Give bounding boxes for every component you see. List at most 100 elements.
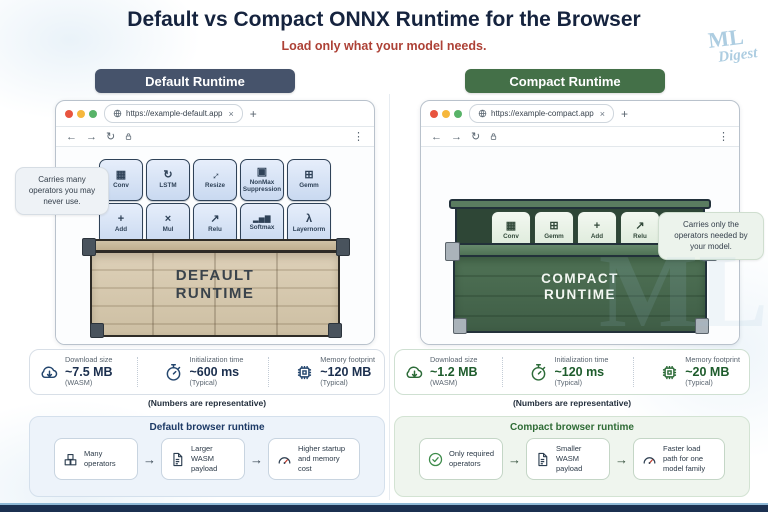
operator-tile-softmax: ▂▅▇ Softmax bbox=[240, 203, 284, 245]
browser-tab[interactable]: https://example-default.app × bbox=[104, 104, 243, 123]
crate-corner-plate bbox=[453, 318, 467, 334]
stat-divider bbox=[502, 357, 504, 387]
page-title: Default vs Compact ONNX Runtime for the … bbox=[127, 8, 641, 31]
relu-icon: ↗ bbox=[210, 213, 220, 226]
softmax-icon: ▂▅▇ bbox=[253, 216, 271, 224]
crate-label-line2: RUNTIME bbox=[175, 284, 255, 302]
add-icon: + bbox=[593, 220, 601, 233]
stat-label: Initialization time bbox=[189, 355, 244, 365]
crate-label-default: DEFAULT RUNTIME bbox=[56, 267, 374, 302]
stats-card-default: Download size ~7.5 MB (WASM) Initializat… bbox=[29, 349, 385, 395]
crate-corner-bracket bbox=[336, 238, 350, 256]
crate-body-default bbox=[90, 251, 340, 337]
operator-label: Conv bbox=[113, 182, 129, 190]
operator-tile-lstm: ↻ LSTM bbox=[146, 159, 190, 201]
back-icon[interactable]: ← bbox=[66, 130, 77, 143]
operator-label: Add bbox=[114, 226, 128, 234]
lstm-icon: ↻ bbox=[163, 169, 173, 182]
operator-label: Softmax bbox=[249, 224, 275, 232]
browser-viewport: ▦ Conv ↻ LSTM ↔ Resize ▣ NonMax Suppress… bbox=[56, 147, 374, 344]
stat-sub: (Typical) bbox=[189, 378, 218, 388]
stat-value: ~7.5 MB bbox=[65, 364, 113, 379]
flow-step-cost: Higher startup and memory cost bbox=[268, 438, 360, 480]
forward-icon[interactable]: → bbox=[451, 130, 462, 143]
stat-value: ~1.2 MB bbox=[430, 364, 478, 379]
flow-step-payload: Larger WASM payload bbox=[161, 438, 245, 480]
stat-label: Memory footprint bbox=[685, 355, 740, 365]
crate-corner-bracket bbox=[328, 323, 342, 338]
traffic-lights bbox=[430, 109, 462, 118]
callout-compact: Carries only the operators needed by you… bbox=[658, 212, 764, 260]
operator-label: Layernorm bbox=[292, 226, 326, 234]
lock-icon bbox=[489, 132, 498, 141]
stopwatch-icon bbox=[163, 362, 184, 383]
flow-step-text: Only required operators bbox=[449, 449, 495, 468]
crate-body-compact bbox=[453, 255, 707, 333]
operator-tile-gemm: ⊞ Gemm bbox=[287, 159, 331, 201]
new-tab-button[interactable]: + bbox=[620, 106, 628, 121]
add-icon: + bbox=[117, 213, 125, 226]
flow-step-text: Smaller WASM payload bbox=[556, 444, 583, 473]
back-icon[interactable]: ← bbox=[431, 130, 442, 143]
stat-init-time: Initialization time ~120 ms (Typical) bbox=[528, 356, 608, 387]
browser-tab-bar: https://example-compact.app × + bbox=[421, 101, 739, 127]
crate-corner-bracket bbox=[90, 323, 104, 338]
globe-icon bbox=[478, 109, 487, 118]
operator-row-back: ▦ Conv ↻ LSTM ↔ Resize ▣ NonMax Suppress… bbox=[99, 159, 331, 201]
stat-value: ~120 MB bbox=[320, 364, 372, 379]
stat-value: ~600 ms bbox=[189, 364, 240, 379]
browser-tab[interactable]: https://example-compact.app × bbox=[469, 104, 614, 123]
browser-menu-icon[interactable]: ⋮ bbox=[353, 131, 364, 143]
tab-close-icon[interactable]: × bbox=[599, 108, 605, 119]
tab-url: https://example-default.app bbox=[126, 109, 223, 118]
operator-label: Gemm bbox=[299, 182, 319, 190]
flow-title: Compact browser runtime bbox=[510, 422, 634, 433]
flow-step-text: Faster load path for one model family bbox=[663, 444, 706, 473]
crate-corner-bracket bbox=[82, 238, 96, 256]
mul-icon: × bbox=[164, 213, 172, 226]
flow-row: Many operators → Larger WASM payload → H… bbox=[38, 438, 376, 480]
stat-sub: (Typical) bbox=[320, 378, 348, 388]
lock-icon bbox=[124, 132, 133, 141]
stat-value: ~20 MB bbox=[685, 364, 730, 379]
minimize-window-button[interactable] bbox=[77, 109, 85, 118]
minimize-window-button[interactable] bbox=[442, 109, 450, 118]
nonmax-icon: ▣ bbox=[256, 165, 268, 178]
flow-card-compact: Compact browser runtime Only required op… bbox=[394, 416, 750, 497]
stat-label: Download size bbox=[430, 355, 478, 365]
arrow-icon: → bbox=[508, 451, 521, 467]
reload-icon[interactable]: ↻ bbox=[471, 131, 481, 143]
gauge-icon bbox=[641, 451, 658, 468]
reload-icon[interactable]: ↻ bbox=[106, 131, 116, 143]
crate-label-line2: RUNTIME bbox=[544, 286, 616, 302]
operator-label: NonMax Suppression bbox=[242, 178, 282, 193]
operator-tile-nonmax: ▣ NonMax Suppression bbox=[240, 159, 284, 201]
operator-label: Gemm bbox=[544, 233, 564, 241]
tab-url: https://example-compact.app bbox=[491, 109, 594, 118]
new-tab-button[interactable]: + bbox=[249, 106, 257, 121]
flow-card-default: Default browser runtime Many operators →… bbox=[29, 416, 385, 497]
stat-sub: (Typical) bbox=[554, 378, 583, 388]
maximize-window-button[interactable] bbox=[454, 109, 462, 118]
close-window-button[interactable] bbox=[430, 109, 438, 118]
close-window-button[interactable] bbox=[65, 109, 73, 118]
forward-icon[interactable]: → bbox=[86, 130, 97, 143]
stat-value: ~120 ms bbox=[554, 364, 605, 379]
callout-default: Carries many operators you may never use… bbox=[15, 167, 109, 215]
flow-step-speed: Faster load path for one model family bbox=[633, 438, 725, 480]
column-divider bbox=[389, 94, 390, 500]
stat-download-size: Download size ~7.5 MB (WASM) bbox=[39, 356, 113, 387]
flow-title: Default browser runtime bbox=[149, 422, 265, 433]
operator-label: Conv bbox=[503, 233, 519, 241]
gauge-icon bbox=[276, 451, 293, 468]
crate-label-line1: DEFAULT bbox=[175, 267, 255, 284]
operator-row-front: + Add × Mul ↗ Relu ▂▅▇ Softmax λ Layer bbox=[99, 203, 331, 245]
flow-step-operators: Many operators bbox=[54, 438, 138, 480]
cloud-download-icon bbox=[39, 362, 60, 383]
tab-close-icon[interactable]: × bbox=[228, 108, 234, 119]
flow-step-payload: Smaller WASM payload bbox=[526, 438, 610, 480]
maximize-window-button[interactable] bbox=[89, 109, 97, 118]
crate-label-compact: COMPACT RUNTIME bbox=[421, 271, 739, 303]
browser-menu-icon[interactable]: ⋮ bbox=[718, 131, 729, 143]
